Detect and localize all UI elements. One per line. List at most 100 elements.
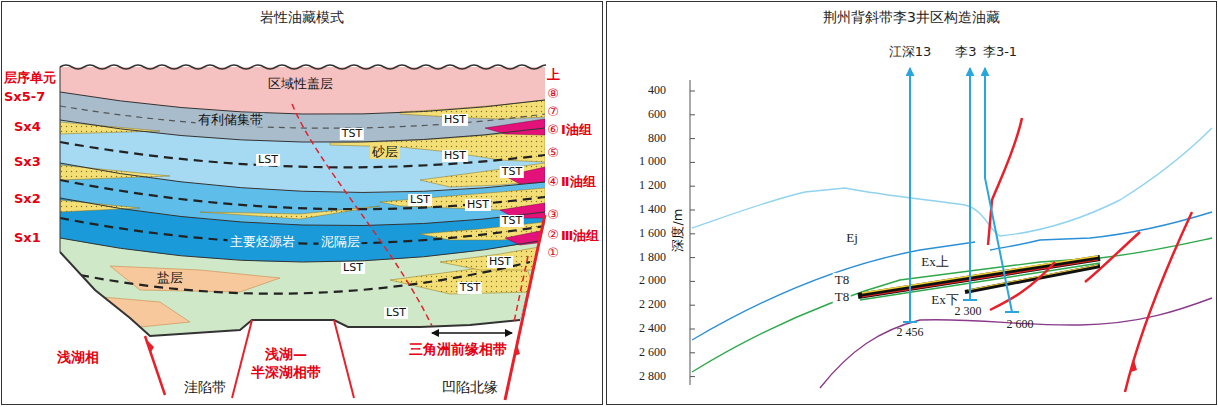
fault: [988, 118, 1192, 392]
axis-tick: 2 000: [639, 275, 666, 288]
sequence-boundary: [60, 120, 545, 142]
sequence-boundary: [60, 92, 545, 114]
well-name: 江深13: [889, 45, 932, 59]
horizon: [692, 238, 1212, 372]
axis-tick: 1 400: [639, 203, 666, 216]
basin-floor: [60, 67, 61, 252]
flooding-surface: [60, 106, 545, 294]
oil-layer: [858, 258, 1100, 296]
position-mark: 上: [547, 68, 560, 82]
lithology-label: 泥隔层: [319, 235, 362, 249]
well-track: [969, 68, 971, 300]
systems-tract: LST: [384, 307, 408, 319]
panel-frame: 荆州背斜带李3井区构造油藏: [606, 1, 1217, 405]
oil-group: Ⅱ油组: [561, 175, 596, 189]
axis-tick: 2 600: [639, 346, 666, 359]
callout-number: ⑧: [547, 87, 559, 101]
range-arrow: [432, 333, 512, 334]
zone-label: 有利储集带: [196, 113, 265, 127]
oil-layer: [858, 256, 1100, 300]
systems-tract: TST: [458, 282, 482, 294]
well-track: [909, 68, 911, 322]
axis-tick: 2 800: [639, 370, 666, 383]
lithology-label: 砂层: [370, 145, 400, 159]
salt-lens: [110, 266, 280, 292]
facies-label: 浅湖— 半深湖相带: [245, 346, 327, 381]
basin-floor: [60, 252, 520, 336]
reservoir-boundary: [292, 104, 432, 326]
sequence-unit: Sx1: [14, 231, 41, 245]
lithology-label: 盐层: [155, 271, 185, 285]
zone-label: 凹陷北缘: [442, 380, 498, 395]
sand-body: [60, 100, 545, 294]
systems-tract: HST: [487, 256, 513, 268]
sequence-unit: Sx3: [14, 155, 41, 169]
systems-tract: HST: [442, 150, 468, 162]
axis-tick: 1 800: [639, 251, 666, 264]
reservoir-boundary: [514, 256, 528, 322]
axis-tick: 2 400: [639, 322, 666, 335]
fault: [990, 262, 1055, 310]
systems-tract: LST: [341, 262, 365, 274]
sequence-unit: Sx4: [14, 120, 41, 134]
horizon: [692, 242, 975, 340]
strata: [55, 60, 550, 360]
horizon: [692, 128, 1212, 236]
well-track: [985, 68, 1012, 312]
axis-tick: 1 200: [639, 180, 666, 193]
oil-layer: [862, 260, 1098, 297]
strata: [60, 163, 545, 340]
callout-number: ③: [547, 208, 559, 222]
sequence-boundary: [60, 238, 545, 262]
well-name: 李3-1: [983, 45, 1017, 59]
sequence-boundary: [60, 92, 545, 262]
systems-tract: HST: [442, 114, 468, 126]
fault: [232, 320, 252, 398]
callout-number: ⑦: [547, 105, 559, 119]
salt-lens: [90, 296, 190, 328]
fault: [1125, 212, 1192, 392]
fault: [988, 118, 1022, 245]
systems-tract: LST: [408, 194, 432, 206]
oil-layer: [860, 263, 1100, 300]
lithology-label: 区域性盖层: [266, 77, 335, 91]
fault: [505, 215, 545, 400]
axis-tick: 1 600: [639, 227, 666, 240]
depth-axis: [690, 80, 691, 385]
sand-body: [440, 246, 545, 270]
systems-tract: HST: [465, 199, 491, 211]
well-track: [963, 299, 977, 301]
depth-axis: [690, 91, 695, 377]
depth-value: 2 600: [1007, 318, 1034, 331]
unconformity: [60, 65, 546, 69]
oil-layer: [968, 265, 1098, 290]
oil-sand: [485, 119, 545, 135]
reservoir-boundary: [292, 104, 528, 326]
callout-number: ②: [547, 228, 559, 242]
axis-tick: 1 000: [639, 156, 666, 169]
fault-arrow: [514, 344, 520, 356]
well-track: [903, 68, 1019, 322]
fault: [145, 336, 165, 395]
well-track: [1005, 311, 1019, 313]
fault: [145, 215, 545, 400]
horizon-label: Ej: [846, 231, 858, 245]
zone-label: 洼陷带: [184, 380, 226, 395]
strata: [60, 198, 545, 340]
well-track: [903, 321, 917, 323]
systems-tract: TST: [500, 215, 524, 227]
axis-tick: 800: [648, 132, 666, 145]
sequence-boundary: [60, 198, 545, 226]
sequence-unit: Sx2: [14, 192, 41, 206]
basin-floor: [60, 67, 520, 336]
panel-title: 岩性油藏模式: [2, 2, 602, 25]
strata: [60, 120, 545, 340]
horizon: [820, 298, 1212, 388]
systems-tract: TST: [500, 166, 524, 178]
salt-lens: [90, 266, 280, 328]
horizon: [692, 128, 1212, 388]
oil-sand: [485, 119, 545, 245]
heading-label: 层序单元: [4, 71, 56, 85]
depth-value: 2 456: [897, 326, 924, 339]
